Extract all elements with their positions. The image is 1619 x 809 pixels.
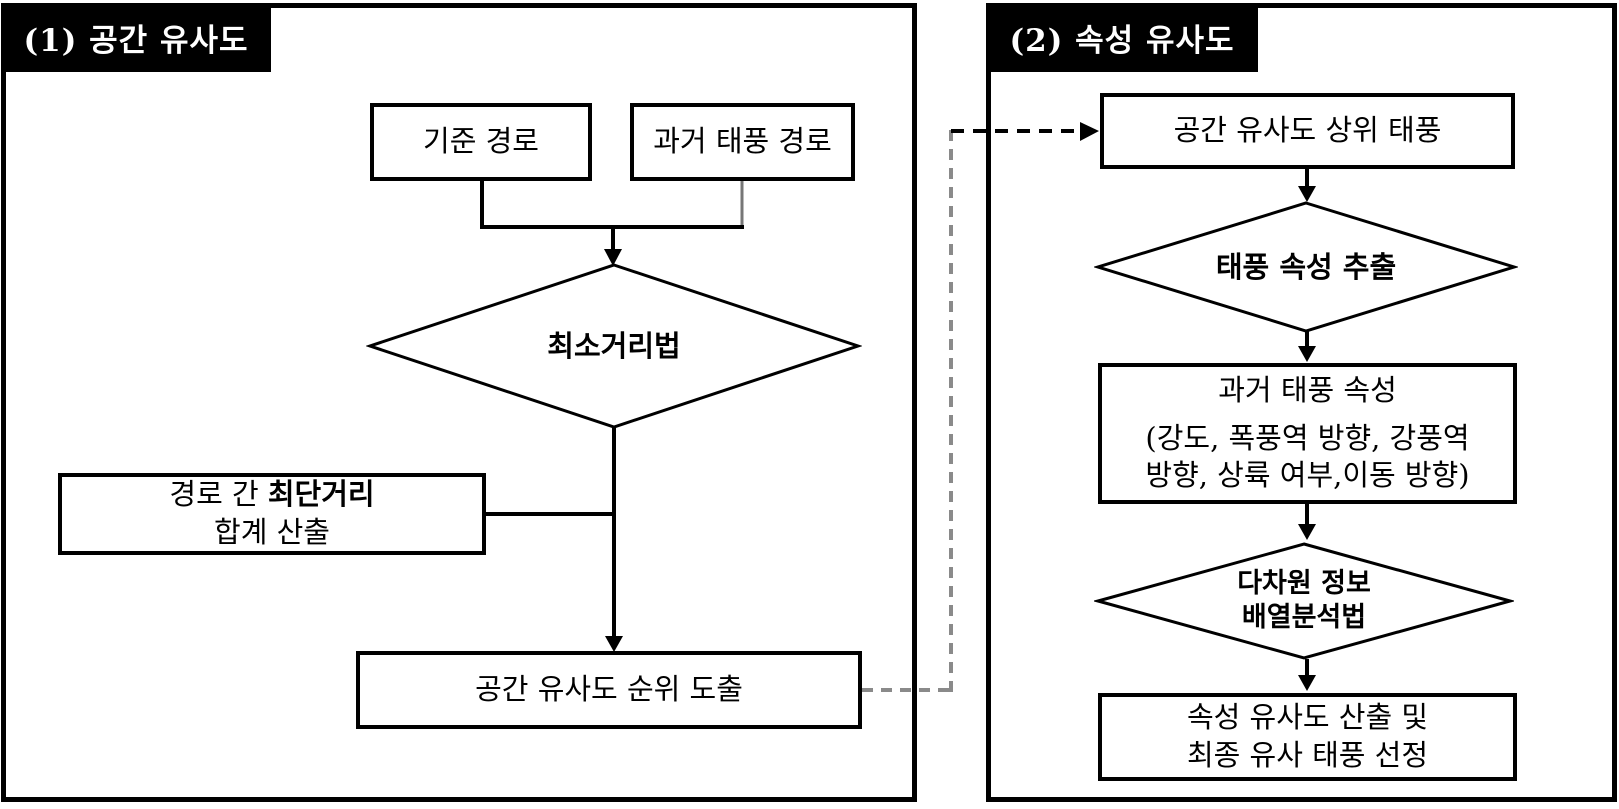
- multidim-diamond: 다차원 정보 배열분석법: [1094, 541, 1514, 661]
- shortest-distance-line1: 경로 간 최단거리: [169, 477, 375, 512]
- multidim-line2: 배열분석법: [1241, 602, 1367, 633]
- past-attrs-detail-line1: (강도, 폭풍역 방향, 강풍역: [1145, 420, 1470, 455]
- min-distance-label: 최소거리법: [547, 328, 681, 363]
- past-attrs-title: 과거 태풍 속성: [1218, 372, 1397, 407]
- attr-extract-label: 태풍 속성 추출: [1215, 249, 1397, 284]
- attribute-similarity-header: (2) 속성 유사도: [986, 3, 1258, 72]
- spatial-similarity-panel: [1, 3, 917, 802]
- past-typhoon-path-box: 과거 태풍 경로: [630, 103, 855, 181]
- multidim-line1: 다차원 정보: [1237, 568, 1371, 600]
- multidim-diamond-shape: [1094, 542, 1514, 660]
- spatial-rank-box: 공간 유사도 순위 도출: [356, 651, 862, 729]
- reference-path-label: 기준 경로: [423, 124, 539, 159]
- past-attrs-box: 과거 태풍 속성 (강도, 폭풍역 방향, 강풍역 방향, 상륙 여부,이동 방…: [1098, 363, 1517, 504]
- spatial-similarity-header: (1) 공간 유사도: [1, 3, 271, 72]
- top-typhoons-box: 공간 유사도 상위 태풍: [1100, 93, 1515, 169]
- reference-path-box: 기준 경로: [370, 103, 592, 181]
- shortest-distance-line2: 합계 산출: [214, 515, 330, 549]
- attr-extract-diamond: 태풍 속성 추출: [1094, 200, 1518, 334]
- shortest-distance-sum-box: 경로 간 최단거리 합계 산출: [58, 473, 486, 555]
- attribute-similarity-title: (2) 속성 유사도: [1009, 23, 1235, 59]
- top-typhoons-label: 공간 유사도 상위 태풍: [1173, 113, 1442, 148]
- past-attrs-detail-line2: 방향, 상륙 여부,이동 방향): [1145, 458, 1470, 493]
- attribute-similarity-panel: [986, 3, 1617, 802]
- spatial-rank-label: 공간 유사도 순위 도출: [475, 672, 743, 707]
- past-typhoon-path-label: 과거 태풍 경로: [653, 124, 832, 159]
- final-selection-box: 속성 유사도 산출 및 최종 유사 태풍 선정: [1098, 693, 1517, 781]
- spatial-similarity-title: (1) 공간 유사도: [23, 23, 249, 59]
- final-selection-line1: 속성 유사도 산출 및: [1186, 700, 1429, 735]
- final-selection-line2: 최종 유사 태풍 선정: [1186, 738, 1429, 772]
- min-distance-diamond: 최소거리법: [366, 262, 862, 430]
